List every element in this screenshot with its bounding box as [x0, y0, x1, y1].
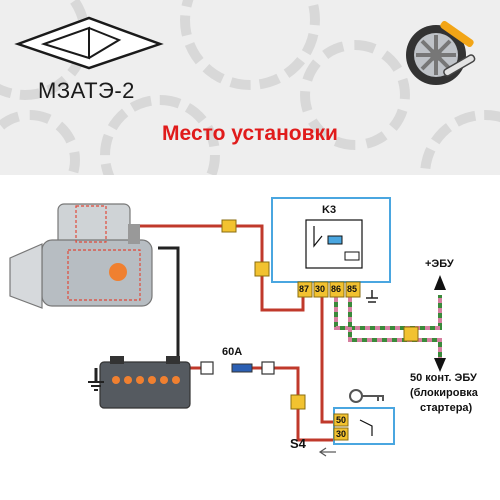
ignition-switch-s4[interactable]	[333, 407, 395, 445]
switch-pin-30: 30	[336, 429, 347, 439]
page-header: МЗАТЭ-2 Место установки	[0, 0, 500, 175]
ecu-50-label-line1: 50 конт. ЭБУ	[410, 372, 477, 384]
wire-connectors	[221, 219, 419, 410]
arrow-down-icon	[434, 358, 446, 372]
wiring-diagram	[9, 197, 446, 457]
wheel-wrench-screwdriver-icon	[406, 21, 476, 85]
ecu-50-label-line2: (блокировка	[410, 387, 478, 399]
battery	[99, 356, 191, 409]
ecu-plus-label: +ЭБУ	[425, 258, 454, 270]
background-gear-icon	[100, 95, 220, 175]
background-gear-icon	[180, 0, 320, 90]
logo-text: МЗАТЭ-2	[38, 78, 135, 103]
fuse-60a	[200, 361, 275, 375]
ground-icon	[88, 381, 104, 391]
pointer-arrow-icon	[318, 447, 336, 457]
background-gear-icon	[300, 40, 410, 150]
background-gear-icon	[0, 110, 80, 175]
arrow-up-icon	[434, 275, 446, 290]
relay-pin-85: 85	[347, 284, 358, 294]
ground-wire	[94, 246, 180, 382]
relay-k3[interactable]	[271, 197, 391, 298]
ground-icon	[366, 290, 378, 303]
ecu-striped-wires	[334, 295, 442, 358]
relay-pin-86: 86	[331, 284, 342, 294]
mzate-logo-icon	[14, 16, 164, 70]
relay-label: K3	[322, 204, 337, 216]
ecu-50-label-line3: стартера)	[420, 402, 473, 414]
switch-pin-50: 50	[336, 415, 347, 425]
fuse-label: 60A	[222, 346, 243, 358]
switch-label: S4	[290, 436, 306, 451]
section-title: Место установки	[162, 122, 338, 145]
starter-motor	[9, 203, 153, 309]
relay-pin-87: 87	[299, 284, 310, 294]
relay-pin-30: 30	[315, 284, 326, 294]
key-icon	[349, 389, 384, 403]
